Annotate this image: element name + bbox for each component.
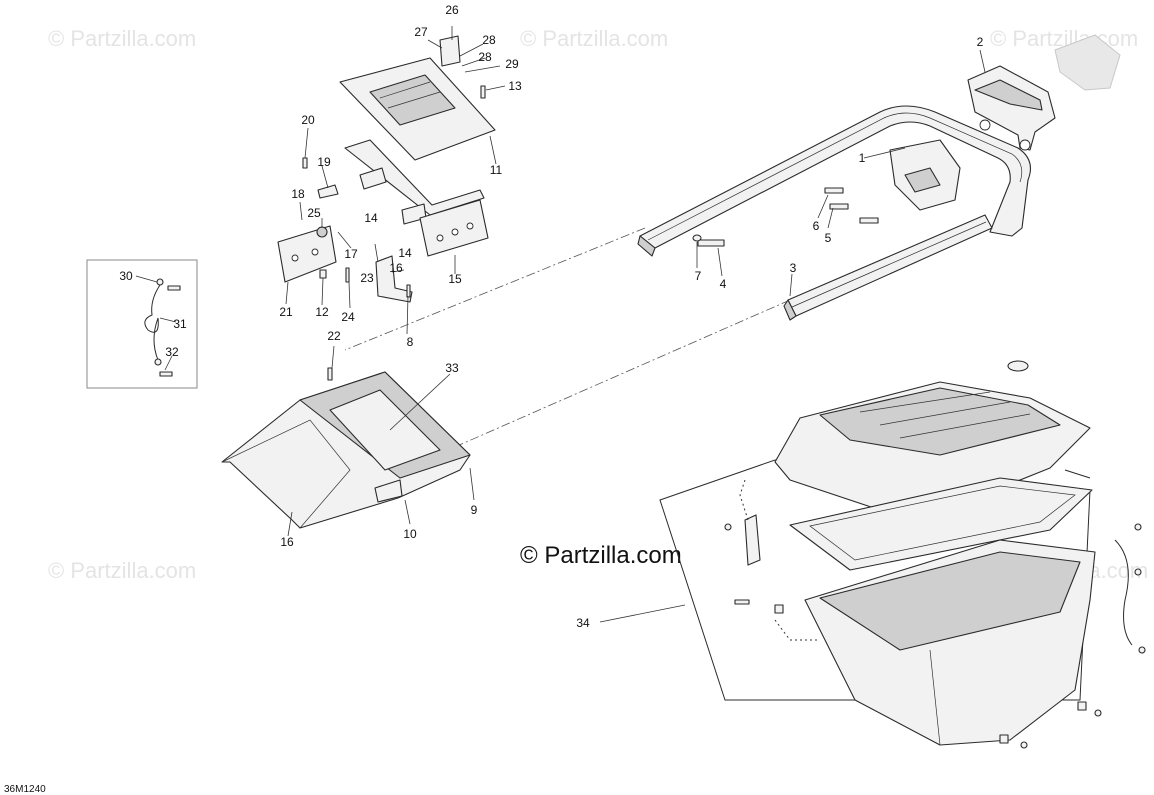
callout-32: 31: [173, 317, 187, 331]
fasteners: [144, 35, 879, 513]
callout-15: 15: [448, 272, 462, 286]
callout-7: 7: [695, 269, 702, 283]
left-bracket: [277, 225, 337, 283]
rear-fender: [221, 371, 471, 529]
callout-8: 8: [407, 335, 414, 349]
rear-handle: [967, 65, 1056, 151]
callout-29: 28: [478, 50, 492, 64]
clip-bracket: [375, 255, 413, 303]
watermark: © Partzilla.com: [48, 26, 196, 51]
callout-22: 21: [279, 305, 293, 319]
callout-25: 24: [341, 310, 355, 324]
callout-27: 26: [445, 3, 459, 17]
callout-4: 4: [720, 277, 727, 291]
callout-28: 27: [414, 25, 428, 39]
callout-11: 11: [490, 163, 503, 177]
watermark-main: © Partzilla.com: [520, 542, 682, 569]
callout-30: 29: [505, 57, 519, 71]
callout-20: 19: [317, 155, 331, 169]
callout-14: 14: [364, 211, 378, 225]
callout-13: 13: [508, 79, 522, 93]
callout-18: 17: [344, 247, 358, 261]
callout-9: 9: [471, 503, 478, 517]
callout-labels: 26 27 28 28 29 13 11 20 19 18 25 14 17 1…: [119, 3, 983, 630]
callout-6: 6: [813, 219, 820, 233]
callout-10: 10: [403, 527, 417, 541]
leader-lines: [135, 26, 986, 623]
callout-2: 2: [977, 35, 984, 49]
callout-24: 23: [360, 271, 374, 285]
rack-frame: [637, 105, 1031, 321]
callout-1: 1: [859, 151, 866, 165]
callout-31: 30: [119, 269, 133, 283]
inset-frame: [86, 259, 198, 389]
callout-28: 28: [482, 33, 496, 47]
callout-19: 18: [291, 187, 305, 201]
callout-16: 16: [389, 261, 403, 275]
callout-3: 3: [790, 261, 797, 275]
callout-21: 20: [301, 113, 315, 127]
callout-14: 14: [398, 246, 412, 260]
diagram-code: 36M1240: [4, 784, 46, 795]
callout-17: 16: [280, 535, 294, 549]
alignment-lines: [344, 227, 791, 451]
callout-12: 12: [315, 305, 329, 319]
mounting-bracket: [339, 57, 496, 225]
callout-26: 25: [307, 206, 321, 220]
callout-33: 33: [445, 361, 459, 375]
callout-32: 32: [165, 345, 179, 359]
callout-34: 34: [576, 616, 590, 630]
side-bracket: [419, 199, 489, 257]
callout-5: 5: [825, 231, 832, 245]
watermark: © Partzilla.com: [48, 558, 196, 583]
callout-23: 22: [327, 329, 341, 343]
grey-part: [1054, 34, 1121, 91]
storage-box: [659, 360, 1146, 749]
watermark: © Partzilla.com: [520, 26, 668, 51]
